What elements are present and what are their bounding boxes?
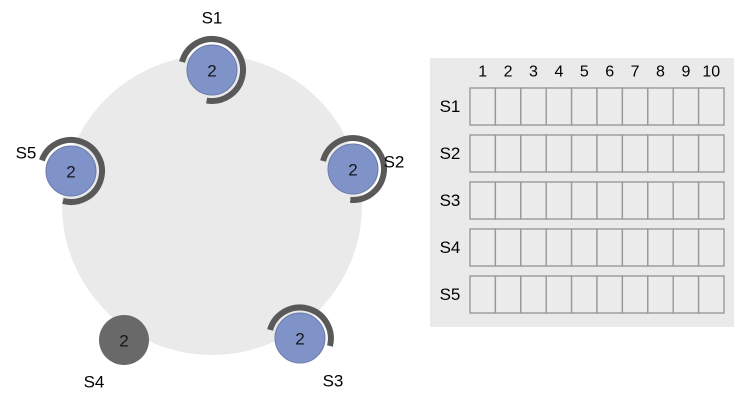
column-header-2: 2 bbox=[504, 64, 513, 81]
cell-s2-1[interactable] bbox=[469, 134, 497, 173]
row-header-s5: S5 bbox=[440, 285, 461, 304]
cell-s4-6[interactable] bbox=[596, 228, 624, 267]
column-header-5: 5 bbox=[580, 64, 589, 81]
cell-s3-4[interactable] bbox=[545, 181, 573, 220]
cell-s2-8[interactable] bbox=[647, 134, 674, 173]
table-row-s2: S2 bbox=[440, 134, 725, 173]
cell-s4-7[interactable] bbox=[621, 228, 649, 267]
node-label-s4: S4 bbox=[84, 373, 105, 392]
cell-s2-10[interactable] bbox=[697, 134, 725, 173]
cell-s3-7[interactable] bbox=[621, 181, 649, 220]
cell-s1-1[interactable] bbox=[469, 87, 497, 126]
cell-s1-2[interactable] bbox=[494, 87, 522, 126]
cell-s1-9[interactable] bbox=[672, 87, 700, 126]
column-header-3: 3 bbox=[529, 64, 538, 81]
cell-s2-2[interactable] bbox=[494, 134, 522, 173]
cell-s2-7[interactable] bbox=[621, 134, 649, 173]
cell-s5-6[interactable] bbox=[596, 275, 624, 314]
cell-s3-2[interactable] bbox=[494, 181, 522, 220]
cell-s1-6[interactable] bbox=[596, 87, 624, 126]
node-circle-s1[interactable] bbox=[186, 44, 238, 96]
table-row-s3: S3 bbox=[440, 181, 725, 220]
node-s5[interactable]: 2 S5 bbox=[16, 137, 105, 205]
cell-s3-1[interactable] bbox=[469, 181, 497, 220]
cell-s5-8[interactable] bbox=[647, 275, 674, 314]
node-circle-s2[interactable] bbox=[327, 143, 379, 195]
cell-s1-8[interactable] bbox=[647, 87, 674, 126]
column-header-4: 4 bbox=[554, 64, 563, 81]
cell-s1-7[interactable] bbox=[621, 87, 649, 126]
row-header-s2: S2 bbox=[440, 144, 461, 163]
cell-s4-2[interactable] bbox=[494, 228, 522, 267]
progress-arc-s3 bbox=[267, 304, 334, 347]
cell-s2-4[interactable] bbox=[545, 134, 573, 173]
cell-s5-3[interactable] bbox=[520, 275, 547, 314]
column-header-10: 10 bbox=[702, 64, 720, 81]
column-header-9: 9 bbox=[681, 64, 690, 81]
node-value-s3: 2 bbox=[295, 330, 304, 349]
progress-arc-s1 bbox=[179, 36, 246, 104]
cell-s1-4[interactable] bbox=[545, 87, 573, 126]
cell-s2-9[interactable] bbox=[672, 134, 700, 173]
cell-s3-10[interactable] bbox=[697, 181, 725, 220]
node-value-s4: 2 bbox=[119, 332, 128, 351]
cell-s2-5[interactable] bbox=[570, 134, 598, 173]
node-label-s1: S1 bbox=[202, 9, 223, 28]
cell-s5-2[interactable] bbox=[494, 275, 522, 314]
cell-s5-4[interactable] bbox=[545, 275, 573, 314]
node-s4[interactable]: 2S4 bbox=[84, 315, 149, 392]
node-value-s2: 2 bbox=[348, 161, 357, 180]
row-header-s4: S4 bbox=[440, 238, 461, 257]
node-s3[interactable]: 2S3 bbox=[267, 304, 344, 391]
progress-arc-s5 bbox=[39, 137, 105, 205]
node-label-s5: S5 bbox=[16, 144, 37, 163]
cell-s3-6[interactable] bbox=[596, 181, 624, 220]
cell-s5-1[interactable] bbox=[469, 275, 497, 314]
cell-s2-6[interactable] bbox=[596, 134, 624, 173]
cell-s5-7[interactable] bbox=[621, 275, 649, 314]
table-row-s5: S5 bbox=[440, 275, 725, 314]
cell-s4-3[interactable] bbox=[520, 228, 547, 267]
table-row-s4: S4 bbox=[440, 228, 725, 267]
cell-s4-4[interactable] bbox=[545, 228, 573, 267]
node-value-s1: 2 bbox=[207, 62, 216, 81]
cell-s3-8[interactable] bbox=[647, 181, 674, 220]
node-circle-s5[interactable] bbox=[45, 145, 97, 197]
cell-s3-5[interactable] bbox=[570, 181, 598, 220]
node-circle-s4[interactable] bbox=[99, 315, 149, 365]
cell-s4-10[interactable] bbox=[697, 228, 725, 267]
cell-s1-10[interactable] bbox=[697, 87, 725, 126]
cell-s1-5[interactable] bbox=[570, 87, 598, 126]
cell-s5-5[interactable] bbox=[570, 275, 598, 314]
node-value-s5: 2 bbox=[66, 163, 75, 182]
cell-s3-3[interactable] bbox=[520, 181, 547, 220]
column-header-8: 8 bbox=[656, 64, 665, 81]
cell-s1-3[interactable] bbox=[520, 87, 547, 126]
column-header-1: 1 bbox=[478, 64, 487, 81]
cell-s2-3[interactable] bbox=[520, 134, 547, 173]
cell-s4-8[interactable] bbox=[647, 228, 674, 267]
node-label-s2: S2 bbox=[384, 153, 405, 172]
cell-s4-5[interactable] bbox=[570, 228, 598, 267]
progress-arc-s2 bbox=[320, 135, 387, 203]
row-header-s3: S3 bbox=[440, 191, 461, 210]
node-s1[interactable]: 2 S1 bbox=[179, 9, 246, 104]
node-circle-s3[interactable] bbox=[274, 312, 326, 364]
column-header-6: 6 bbox=[605, 64, 614, 81]
table-row-s1: S1 bbox=[440, 87, 725, 126]
cell-s3-9[interactable] bbox=[672, 181, 700, 220]
node-label-s3: S3 bbox=[323, 372, 344, 391]
column-header-7: 7 bbox=[631, 64, 640, 81]
cell-s4-9[interactable] bbox=[672, 228, 700, 267]
row-header-s1: S1 bbox=[440, 97, 461, 116]
ring-background-circle bbox=[62, 55, 362, 355]
cell-s4-1[interactable] bbox=[469, 228, 497, 267]
cell-s5-9[interactable] bbox=[672, 275, 700, 314]
cell-s5-10[interactable] bbox=[697, 275, 725, 314]
node-s2[interactable]: 2 S2 bbox=[320, 135, 405, 203]
